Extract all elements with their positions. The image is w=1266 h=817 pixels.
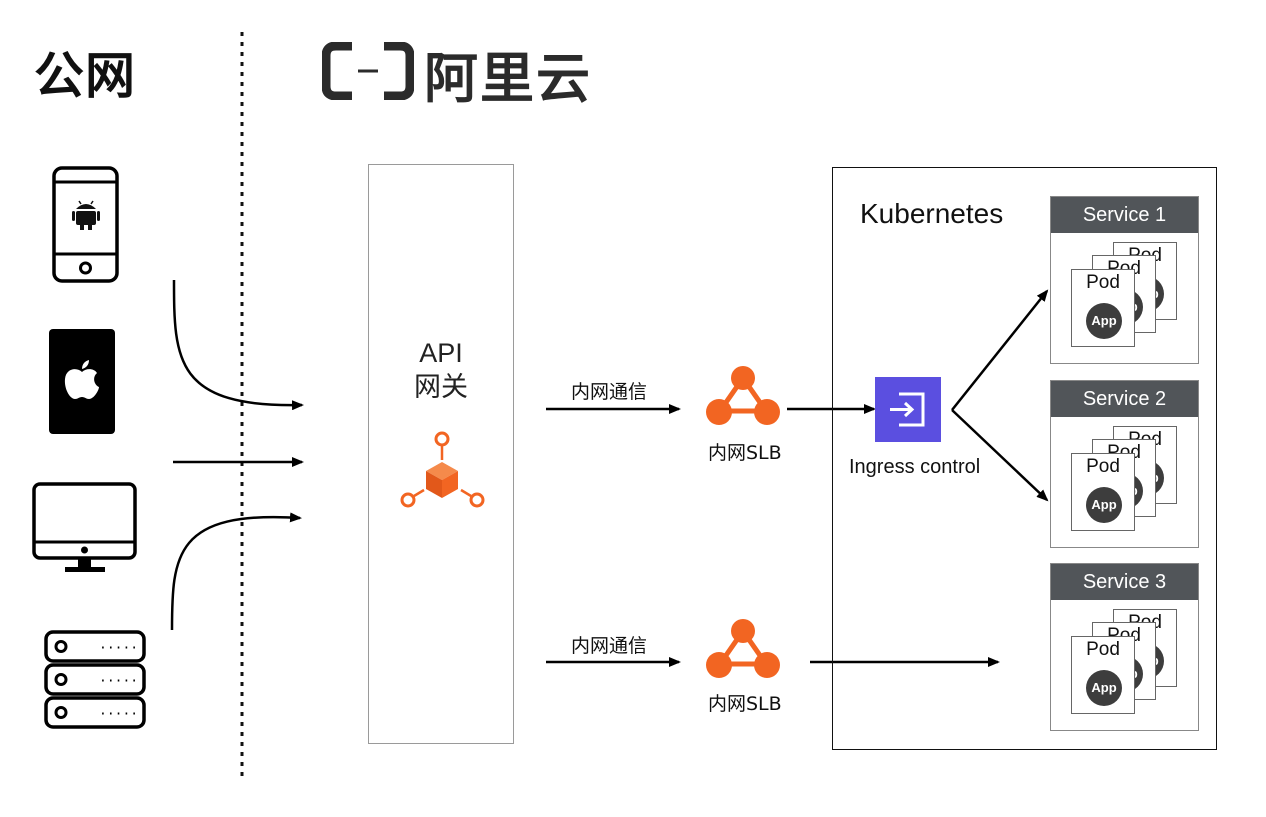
pod-label: Pod	[1086, 272, 1120, 293]
svg-text:·····: ·····	[99, 641, 138, 656]
service-header: Service 1	[1051, 197, 1198, 233]
public-network-title: 公网	[34, 47, 136, 105]
pod-label: Pod	[1086, 456, 1120, 477]
kubernetes-cluster-box	[832, 167, 1217, 750]
route-2-slb-label: 内网SLB	[708, 693, 782, 715]
svg-text:·····: ·····	[99, 707, 138, 722]
route-1-slb-label: 内网SLB	[708, 442, 782, 464]
aliyun-bracket-logo-icon	[322, 42, 414, 100]
api-gateway-label-line1: API	[419, 338, 463, 368]
ingress-icon	[875, 377, 941, 442]
arrow-ingress-to-service-2	[951, 409, 1049, 502]
route-1-edge-label: 内网通信	[571, 381, 648, 403]
pod-label: Pod	[1086, 639, 1120, 660]
app-badge: App	[1086, 670, 1122, 706]
ingress-label: Ingress control	[849, 456, 981, 478]
slb-icon	[706, 366, 780, 425]
pod-card: Pod App	[1071, 453, 1135, 531]
service-header: Service 3	[1051, 564, 1198, 600]
pod-card: Pod App	[1071, 269, 1135, 347]
arrow-phone-to-gateway	[172, 279, 304, 411]
api-gateway-label: API 网关	[368, 336, 514, 404]
pod-card: Pod App	[1071, 636, 1135, 714]
android-phone-icon	[52, 166, 119, 283]
api-gateway-label-line2: 网关	[414, 372, 468, 402]
ios-device-icon	[49, 329, 115, 434]
desktop-monitor-icon	[32, 482, 137, 572]
service-header: Service 2	[1051, 381, 1198, 417]
api-gateway-icon	[400, 431, 485, 508]
app-badge: App	[1086, 487, 1122, 523]
route-2-edge-label: 内网通信	[571, 635, 648, 657]
kubernetes-title: Kubernetes	[860, 198, 1004, 229]
svg-text:·····: ·····	[99, 674, 138, 689]
service-box-2: Service 2 Pod App Pod App Pod App	[1050, 380, 1199, 548]
app-badge: App	[1086, 303, 1122, 339]
slb-icon	[706, 619, 780, 678]
brand-name: 阿里云	[424, 47, 592, 110]
arrow-ingress-to-service-1	[951, 289, 1049, 411]
server-rack-icon: ····· ····· ·····	[44, 630, 146, 729]
arrow-server-to-gateway	[170, 512, 302, 631]
service-box-3: Service 3 Pod App Pod App Pod App	[1050, 563, 1199, 731]
service-box-1: Service 1 Pod App Pod App Pod App	[1050, 196, 1199, 364]
